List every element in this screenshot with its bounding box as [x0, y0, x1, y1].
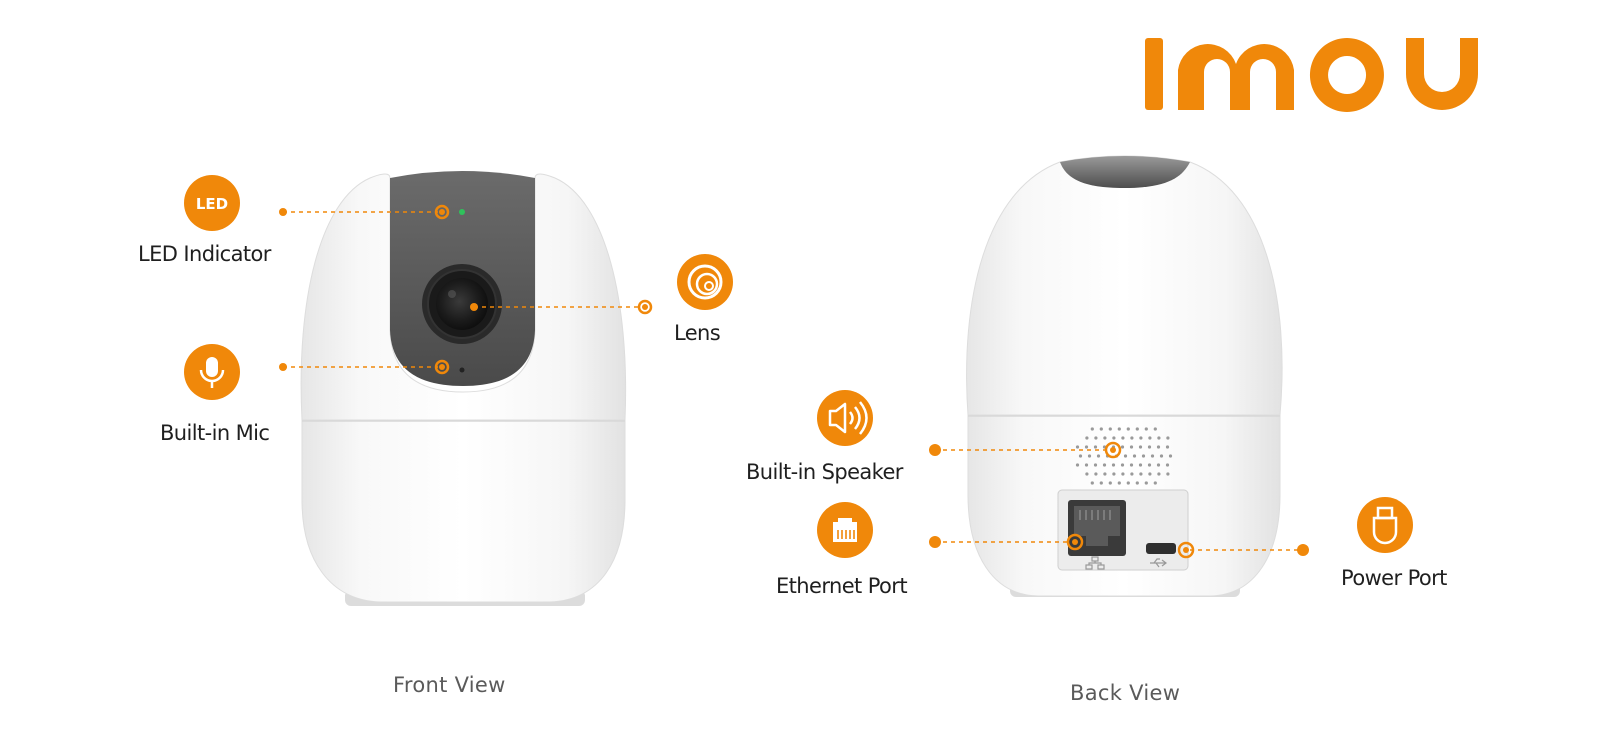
label-lens: Lens [674, 321, 721, 345]
speaker-grille [1075, 427, 1173, 485]
ethernet-icon [817, 502, 873, 558]
label-led-indicator: LED Indicator [138, 242, 271, 266]
label-ethernet-port: Ethernet Port [776, 574, 908, 598]
callout-dots [279, 204, 1309, 559]
camera-lens [436, 278, 488, 330]
callout-lines [283, 211, 1300, 551]
speaker-icon [817, 390, 873, 446]
top-dome [1060, 156, 1190, 188]
microphone-icon [184, 344, 240, 400]
led-light [459, 209, 465, 215]
label-power-port: Power Port [1341, 566, 1447, 590]
label-built-in-mic: Built-in Mic [160, 421, 270, 445]
micro-usb-port [1146, 543, 1176, 554]
usb-icon [1357, 497, 1413, 553]
network-glyph [1085, 556, 1105, 570]
caption-back-view: Back View [1070, 681, 1181, 705]
mic-hole [459, 367, 465, 373]
led-icon: LED [184, 175, 240, 231]
front-camera [300, 171, 627, 606]
caption-front-view: Front View [393, 673, 506, 697]
back-camera [966, 155, 1283, 597]
lens-icon [677, 254, 733, 310]
imou-logo [1145, 38, 1478, 112]
usb-glyph [1150, 558, 1167, 568]
label-built-in-speaker: Built-in Speaker [746, 460, 903, 484]
led-badge-text: LED [196, 195, 228, 213]
